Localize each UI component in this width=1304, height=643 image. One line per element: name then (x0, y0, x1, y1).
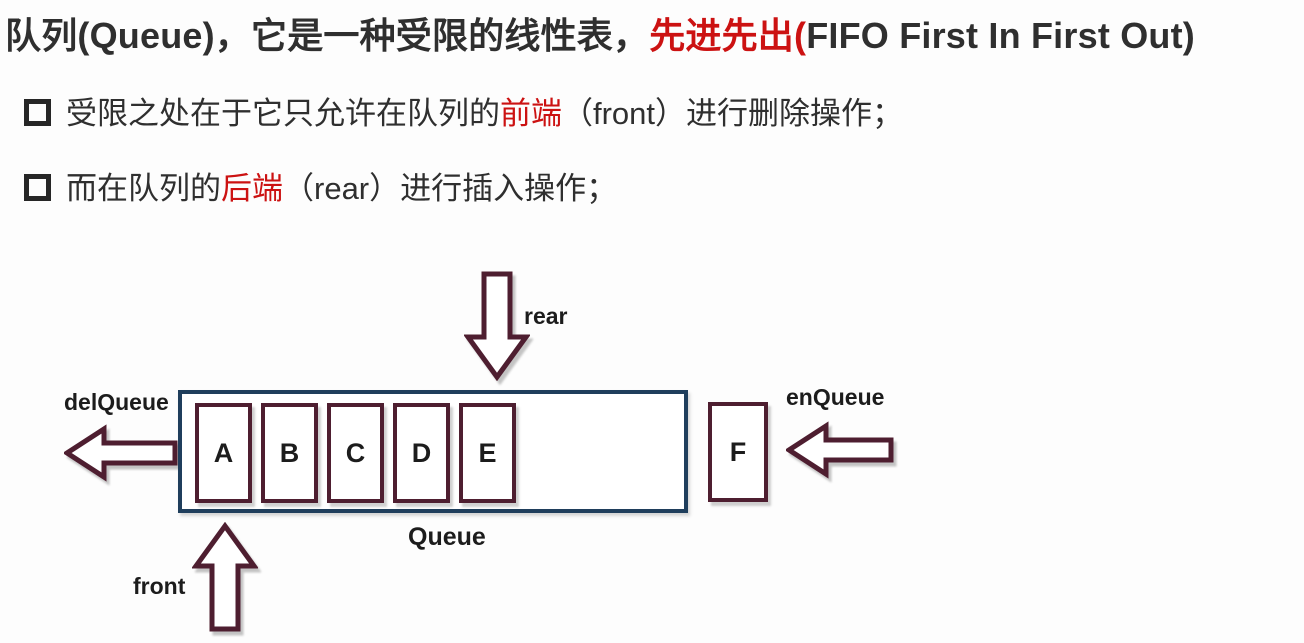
square-bullet-icon (24, 174, 51, 201)
page-title: 队列(Queue)，它是一种受限的线性表，先进先出(FIFO First In … (5, 7, 1195, 59)
bullet-rear-rule: 而在队列的后端（rear）进行插入操作； (24, 163, 617, 208)
delqueue-label: delQueue (64, 389, 169, 415)
square-bullet-icon (24, 99, 51, 126)
title-fifo-english: FIFO First In First Out) (806, 15, 1195, 56)
queue-cell-f-incoming: F (708, 402, 768, 502)
enqueue-left-arrow-icon (786, 421, 894, 479)
queue-cell-e: E (459, 403, 516, 503)
bullet2-post: （rear）进行插入操作； (283, 171, 618, 206)
queue-cell-c: C (327, 403, 384, 503)
queue-cell-a: A (195, 403, 252, 503)
queue-caption: Queue (408, 523, 486, 551)
title-main: 队列(Queue)，它是一种受限的线性表， (5, 15, 650, 56)
bullet2-pre: 而在队列的 (66, 171, 221, 206)
delqueue-left-arrow-icon (64, 424, 178, 482)
bullet-front-rule: 受限之处在于它只允许在队列的前端（front）进行删除操作； (24, 88, 903, 133)
bullet1-post: （front）进行删除操作； (562, 96, 904, 131)
enqueue-label: enQueue (786, 384, 885, 410)
bullet2-highlight: 后端 (221, 171, 283, 206)
rear-label: rear (524, 303, 568, 329)
queue-cell-b: B (261, 403, 318, 503)
bullet1-highlight: 前端 (500, 96, 562, 131)
front-up-arrow-icon (192, 522, 258, 632)
front-label: front (133, 573, 186, 599)
queue-cell-d: D (393, 403, 450, 503)
queue-container: A B C D E (178, 390, 688, 513)
rear-down-arrow-icon (464, 271, 530, 381)
bullet1-pre: 受限之处在于它只允许在队列的 (66, 96, 500, 131)
title-fifo-highlight: 先进先出( (649, 15, 807, 56)
